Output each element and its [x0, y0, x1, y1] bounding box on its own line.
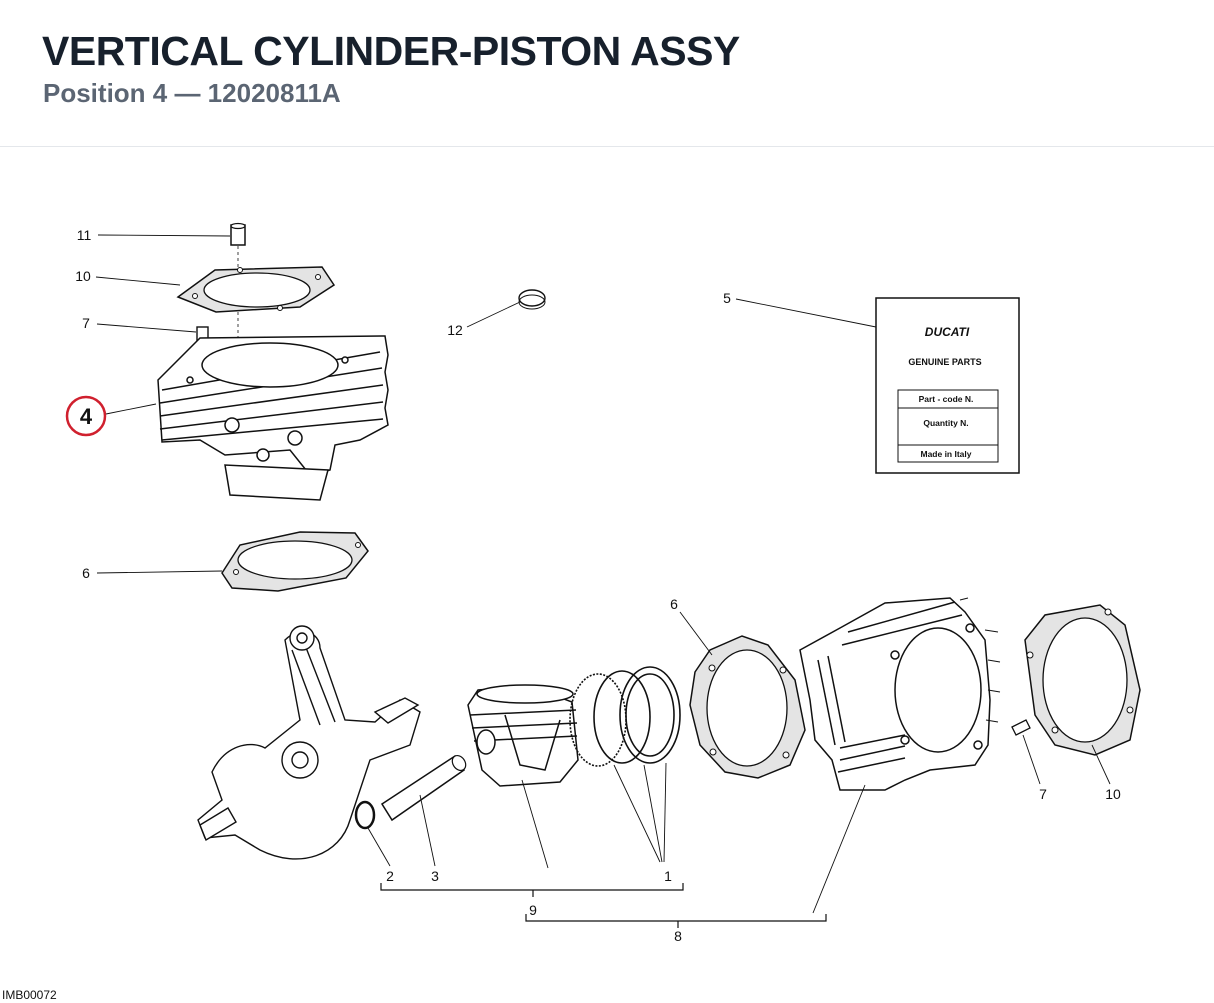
part-6-base-gasket-top[interactable] [221, 531, 369, 592]
card-heading: GENUINE PARTS [908, 357, 981, 367]
callout-9[interactable]: 9 [529, 902, 537, 918]
callout-10-bottom[interactable]: 10 [1105, 786, 1121, 802]
page-title: VERTICAL CYLINDER-PISTON ASSY [42, 28, 740, 74]
part-9-piston[interactable] [467, 684, 579, 787]
part-10-head-gasket[interactable] [176, 266, 336, 313]
header: VERTICAL CYLINDER-PISTON ASSY Position 4… [0, 0, 1214, 147]
callout-1[interactable]: 1 [664, 868, 672, 884]
callout-7-bottom[interactable]: 7 [1039, 786, 1047, 802]
part-10-head-gasket-bottom[interactable] [1024, 604, 1141, 756]
part-4-cylinder[interactable] [157, 335, 389, 501]
callout-3[interactable]: 3 [431, 868, 439, 884]
card-row-part-code: Part - code N. [919, 394, 974, 404]
highlight-circle[interactable] [65, 395, 107, 437]
callout-6-top[interactable]: 6 [82, 565, 90, 581]
part-7-dowel-bottom[interactable] [1011, 719, 1031, 736]
card-row-quantity: Quantity N. [923, 418, 968, 428]
part-5-genuine-parts-card[interactable]: DUCATI GENUINE PARTS Part - code N. Quan… [875, 297, 1020, 474]
leader-lines [95, 234, 1111, 914]
part-11-bushing[interactable] [230, 222, 246, 341]
callout-12[interactable]: 12 [447, 322, 463, 338]
part-12-plug[interactable] [518, 289, 546, 310]
group-braces [380, 883, 827, 928]
callout-8[interactable]: 8 [674, 928, 682, 944]
callout-4[interactable]: 4 [80, 404, 93, 429]
card-brand: DUCATI [925, 325, 970, 339]
part-2-circlip[interactable] [354, 800, 376, 830]
card-row-made-in: Made in Italy [920, 449, 971, 459]
callout-11[interactable]: 11 [77, 227, 92, 243]
callout-labels: 11 10 7 4 6 12 5 6 7 10 2 3 1 9 8 [75, 227, 1121, 944]
callout-7-top[interactable]: 7 [82, 315, 90, 331]
callout-10-top[interactable]: 10 [75, 268, 91, 284]
callout-6-bottom[interactable]: 6 [670, 596, 678, 612]
part-8-cylinder-assembly[interactable] [799, 597, 1001, 791]
crankshaft [197, 625, 421, 860]
image-code: IMB00072 [2, 988, 57, 1002]
callout-5[interactable]: 5 [723, 290, 731, 306]
part-1-piston-rings[interactable] [569, 666, 681, 767]
callout-2[interactable]: 2 [386, 868, 394, 884]
page-subtitle: Position 4 — 12020811A [43, 78, 341, 108]
part-6-base-gasket-bottom[interactable] [689, 635, 806, 779]
part-3-piston-pin[interactable] [380, 753, 468, 822]
